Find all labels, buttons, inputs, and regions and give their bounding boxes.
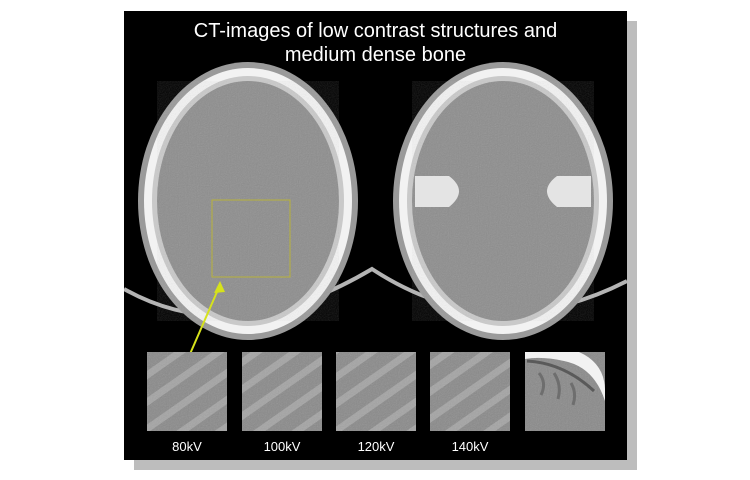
label-80kv: 80kV <box>172 439 202 454</box>
thumb-bone-detail <box>525 352 605 431</box>
bone-insert-right <box>547 176 591 207</box>
label-100kv: 100kV <box>263 439 301 454</box>
thumb-100kv <box>242 352 322 431</box>
title-line-2: medium dense bone <box>284 44 467 66</box>
zoom-arrow <box>189 281 225 355</box>
ct-figure-panel: CT-images of low contrast structures and… <box>124 11 627 460</box>
figure-title: CT-images of low contrast structures and… <box>124 19 627 67</box>
label-120kv: 120kV <box>357 439 395 454</box>
left-skull-scan <box>138 62 358 340</box>
bone-insert-left <box>415 176 459 207</box>
thumb-120kv <box>336 352 416 431</box>
roi-box <box>211 199 291 278</box>
ct-scans <box>124 62 627 431</box>
label-140kv: 140kV <box>451 439 489 454</box>
title-line-1: CT-images of low contrast structures and <box>193 20 558 42</box>
thumb-140kv <box>430 352 510 431</box>
thumb-80kv <box>147 352 227 431</box>
right-skull-scan <box>393 62 613 340</box>
